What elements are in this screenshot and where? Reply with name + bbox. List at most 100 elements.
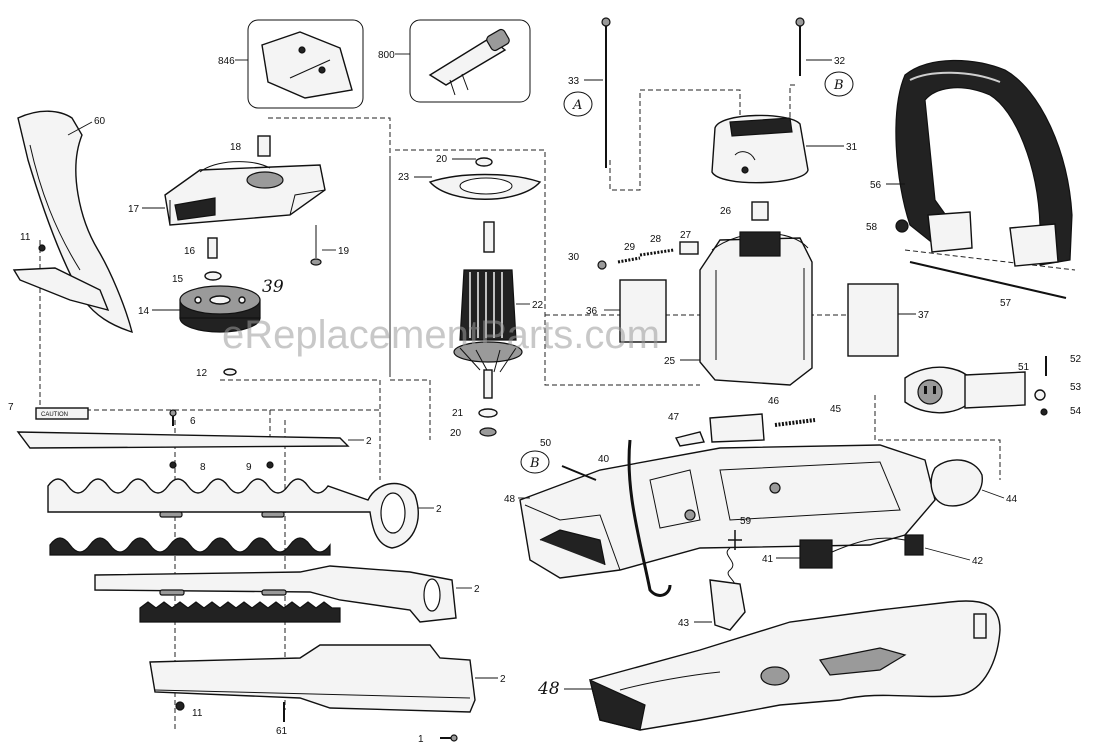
part-12-washer [223,368,237,376]
label-60: 60 [94,116,106,127]
part-48-housing-half [519,444,936,579]
label-56: 56 [870,180,882,191]
label-39: 39 [262,277,284,297]
label-43: 43 [678,618,690,629]
part-57-bolt [909,261,1067,299]
part-51-receptacle [904,366,1026,414]
label-59: 59 [740,516,752,527]
label-48a: 48 [504,494,516,505]
caution-label-text: CAUTION [41,412,68,418]
label-45: 45 [830,404,842,415]
label-57: 57 [1000,298,1012,309]
label-8: 8 [200,462,206,473]
circle-a [563,91,593,117]
circle-b-top [824,71,854,97]
label-2b: 2 [436,504,442,515]
part-32-screw [795,17,805,76]
part-45-spring [774,418,816,427]
part-60-guard [12,110,133,334]
part-40-cord [627,439,672,597]
part-15-washer [204,271,222,281]
part-20-washer-top [475,157,493,167]
part-30-screw [597,260,607,270]
part-33-screw [601,17,611,168]
circle-b-bottom [520,450,550,474]
label-12: 12 [196,368,208,379]
part-46-switch-actuator [709,413,765,443]
part-29-spring [617,256,641,264]
label-800: 800 [378,50,395,61]
label-20a: 20 [436,154,448,165]
label-50: 50 [540,438,552,449]
label-19: 19 [338,246,350,257]
part-2-blade-middle [49,537,457,623]
part-37-plate [847,283,899,357]
part-11-nut [175,701,185,711]
part-47-plate [674,431,705,447]
part-21-washer [478,408,498,418]
label-61: 61 [276,726,288,737]
label-16: 16 [184,246,196,257]
label-36: 36 [586,306,598,317]
label-15: 15 [172,274,184,285]
part-26-bushing [751,201,769,221]
part-18-bushing [257,135,271,157]
part-9-pin [266,461,274,469]
part-16-pin [207,237,218,259]
label-51: 51 [1018,362,1030,373]
part-48-rear-handle [589,600,1001,731]
label-1: 1 [418,734,424,745]
inset-846 [247,19,364,109]
inset-800-frame [409,19,531,103]
part-56-front-handle [895,59,1073,267]
part-2-blade-lower [139,601,341,623]
part-8-pin [169,461,177,469]
label-37: 37 [918,310,930,321]
part-14-gear [179,285,261,333]
circle-a-letter: A [572,98,582,113]
label-2d: 2 [500,674,506,685]
label-11b: 11 [192,708,203,719]
part-22-armature [453,221,523,399]
label-11a: 11 [20,232,31,243]
label-2a: 2 [366,436,372,447]
part-17-gear-case [164,161,326,226]
label-52: 52 [1070,354,1082,365]
part-27-brush-holder [679,241,699,255]
circle-b-top-letter: B [833,78,844,93]
label-44: 44 [1006,494,1018,505]
label-2c: 2 [474,584,480,595]
label-17: 17 [128,204,140,215]
part-42-terminal [904,534,924,556]
part-50-screw [561,465,597,481]
label-9: 9 [246,462,252,473]
part-2-blade-upper [47,478,419,549]
label-32: 32 [834,56,846,67]
label-21: 21 [452,408,464,419]
label-40: 40 [598,454,610,465]
part-43-switch-trigger [709,579,746,631]
part-58-nut [895,219,909,233]
part-20-washer-bottom [479,427,497,437]
leader-42 [924,547,971,561]
label-33: 33 [568,76,580,87]
watermark: eReplacementParts.com [222,313,660,357]
circle-b-bottom-letter: B [529,456,540,471]
label-14: 14 [138,306,150,317]
label-23: 23 [398,172,410,183]
inset-800 [409,19,531,103]
label-18: 18 [230,142,242,153]
label-25: 25 [664,356,676,367]
part-2-blade-plate-top [16,431,350,449]
label-53: 53 [1070,382,1082,393]
label-6: 6 [190,416,196,427]
part-41-switch [799,539,833,569]
label-30: 30 [568,252,580,263]
label-47: 47 [668,412,680,423]
part-44-cord-guard [930,459,983,507]
label-20b: 20 [450,428,462,439]
label-31: 31 [846,142,858,153]
label-42: 42 [972,556,984,567]
label-58: 58 [866,222,878,233]
